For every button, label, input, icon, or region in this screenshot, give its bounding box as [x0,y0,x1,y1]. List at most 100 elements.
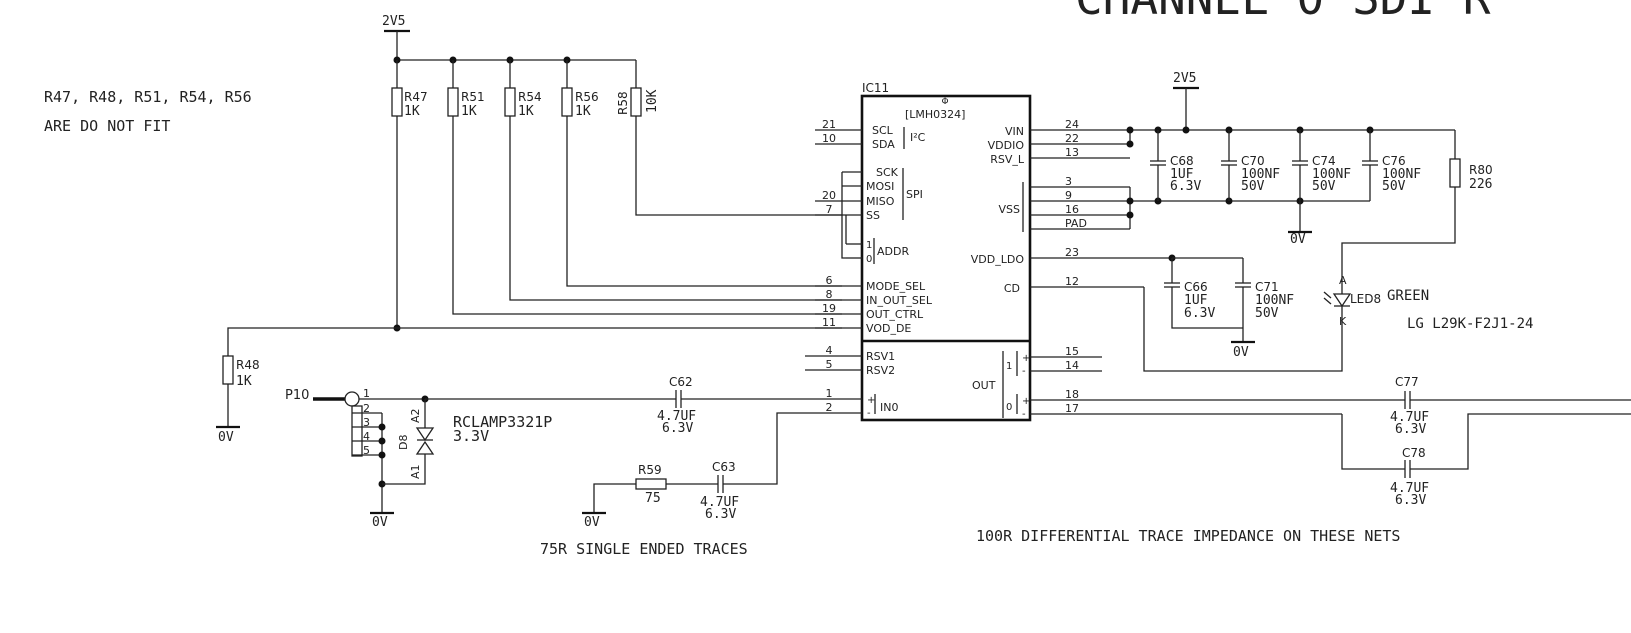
pin-name: MISO [866,195,895,208]
pin-number: 2 [826,401,833,414]
led-anode-label: A [1339,274,1347,287]
pin-name: MODE_SEL [866,280,926,293]
pin-number: 4 [826,344,833,357]
pin-number: 11 [822,316,836,329]
resistor-value: 1K [236,374,252,389]
pin-name: + [1022,396,1030,407]
resistor-r47: R47 1K [391,60,428,332]
resistor-value: 1K [461,104,477,119]
capacitor-value: 4.7UF [1390,410,1429,425]
diode-ref: D8 [397,435,410,450]
spi-label: SPI [906,188,923,201]
pin-name: VSS [999,203,1021,216]
pin-name: SS [866,209,880,222]
pin-name: - [1022,366,1026,377]
pin-number: 16 [1065,203,1079,216]
ground-label: 0V [1290,232,1306,247]
resistor-ref: R58 [616,91,630,115]
pin-name: SDA [872,138,895,151]
pin-name: RSV1 [866,350,895,363]
power-label: 2V5 [1173,71,1196,86]
pin-name: CD [1004,282,1020,295]
capacitor-ref: C76 [1382,154,1406,168]
pin-number: 6 [826,274,833,287]
led-led8: A K LED8 GREEN LG L29K-F2J1-24 [1143,274,1533,372]
ground-label: 0V [372,515,388,530]
resistor-r56: R56 1K [561,60,842,287]
pin-number: 19 [822,302,836,315]
pin-name: VOD_DE [866,322,911,335]
connector-p10: P10 0V 1 2 3 4 5 [285,387,425,530]
pin-number: 20 [822,189,836,202]
pin-number: 5 [826,358,833,371]
capacitor-ref: C74 [1312,154,1336,168]
pin-name: MOSI [866,180,894,193]
ground-label: 0V [1233,345,1249,360]
diode-a1: A1 [409,464,422,479]
capacitor-ref: C70 [1241,154,1265,168]
capacitor-value: 4.7UF [700,495,739,510]
resistor-ref: R48 [236,358,260,372]
dnf-note-line2: ARE DO NOT FIT [44,117,170,135]
capacitor-value: 4.7UF [1390,481,1429,496]
pin-number: 10 [822,132,836,145]
capacitor-voltage: 6.3V [662,421,693,436]
pin-name: VDD_LDO [971,253,1025,266]
pin-number: 21 [822,118,836,131]
capacitor-ref: C68 [1170,154,1194,168]
resistor-value: 75 [645,491,661,506]
trace-100r-note: 100R DIFFERENTIAL TRACE IMPEDANCE ON THE… [976,527,1400,545]
ic-part: [LMH0324] [905,108,965,121]
capacitor-ref: C63 [712,460,736,474]
capacitor-ref: C71 [1255,280,1279,294]
resistor-value: 1K [404,104,420,119]
pin-number: 12 [1065,275,1079,288]
capacitor-c76: C76 100NF 50V [1362,130,1421,201]
resistor-ref: R56 [575,90,599,104]
resistor-ref: R59 [638,463,662,477]
resistor-r48: 0V R48 1K [216,327,842,445]
pin-number: 9 [1065,189,1072,202]
pin-number: 3 [363,416,370,429]
addr-label: ADDR [877,245,909,258]
capacitor-voltage: 6.3V [1395,422,1426,437]
pin-number: 8 [826,288,833,301]
capacitor-c62: C62 4.7UF 6.3V [425,375,805,436]
resistor-ref: R80 [1469,163,1493,177]
power-2v5-left: 2V5 [382,14,636,64]
capacitor-value: 4.7UF [657,409,696,424]
pin-name: SCL [872,124,894,137]
out-label: OUT [972,379,996,392]
capacitor-c71: C71 100NF 50V [1255,280,1294,321]
capacitor-voltage: 6.3V [1395,493,1426,508]
pin-number: 7 [826,203,833,216]
capacitor-voltage: 50V [1382,179,1406,194]
capacitor-voltage: 6.3V [705,507,736,522]
pin-name: SCK [876,166,899,179]
resistor-ref: R51 [461,90,485,104]
ground-label: 0V [218,430,234,445]
resistor-value: 226 [1469,177,1492,192]
resistor-r51: R51 1K [447,60,842,315]
pin-number: 13 [1065,146,1079,159]
capacitor-c74: C74 100NF 50V [1292,130,1351,201]
capacitor-value: 1UF [1170,167,1194,182]
pin-number: PAD [1065,217,1087,230]
sheet-title: CHANNEL 0 SDI R [1075,0,1491,25]
capacitor-c70: C70 100NF 50V [1221,130,1280,201]
pin-name: - [867,408,871,419]
resistor-value: 1K [575,104,591,119]
pin-name: VDDIO [988,139,1025,152]
capacitor-c68: C68 1UF 6.3V [1150,130,1201,201]
pin-number: 5 [363,444,370,457]
resistor-r54: R54 1K [504,60,842,301]
led-cathode-label: K [1339,315,1347,328]
pin-name: IN_OUT_SEL [866,294,933,307]
resistor-value: 10K [645,89,660,113]
resistor-ref: R47 [404,90,428,104]
capacitor-ref: C66 [1184,280,1208,294]
pin-number: 23 [1065,246,1079,259]
pin-number: 17 [1065,402,1079,415]
resistor-ref: R54 [518,90,542,104]
